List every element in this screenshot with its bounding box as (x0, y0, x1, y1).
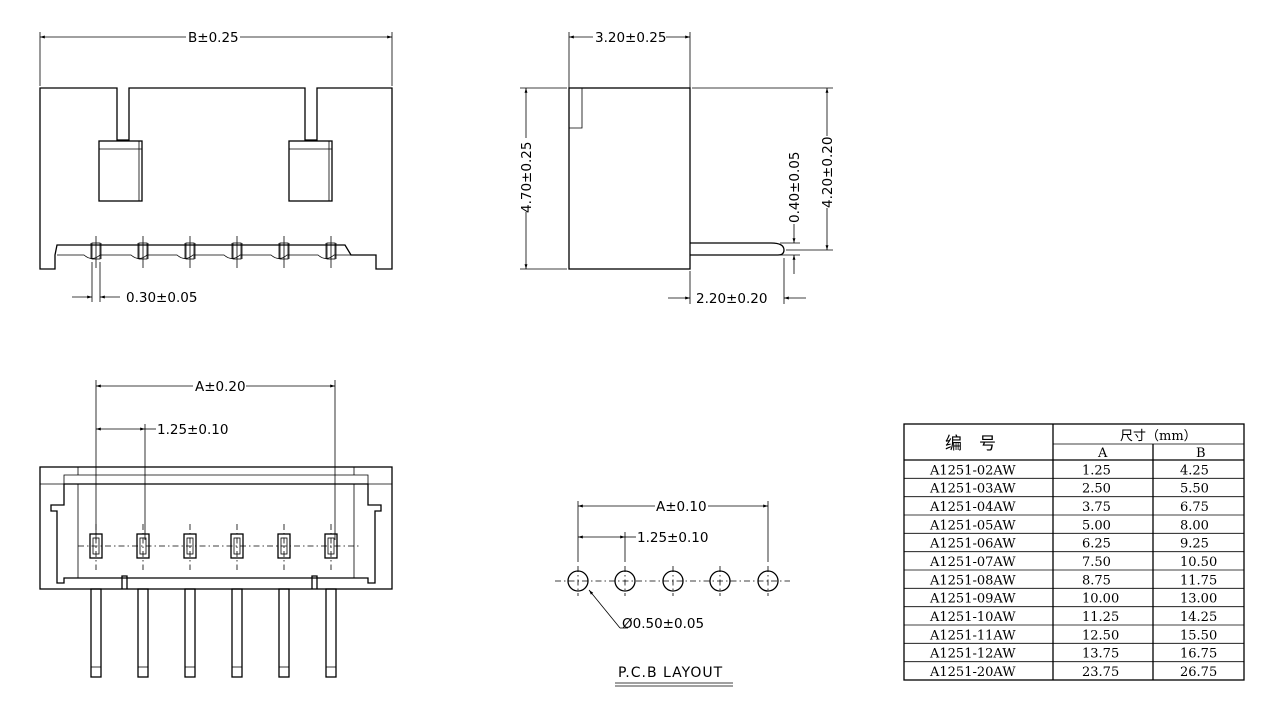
table-cell-code: A1251-12AW (929, 647, 1016, 662)
table-cell-a: 2.50 (1082, 482, 1111, 497)
table-header-a: A (1097, 446, 1108, 461)
top-pin (324, 524, 338, 678)
top-pin (230, 524, 244, 678)
table-cell-code: A1251-10AW (929, 610, 1016, 625)
table-cell-code: A1251-02AW (929, 463, 1016, 478)
table-cell-a: 8.75 (1082, 573, 1111, 588)
table-header-size: 尺寸（mm） (1120, 429, 1197, 444)
table-cell-b: 13.00 (1180, 592, 1217, 607)
pcb-hole (757, 566, 779, 596)
table-cell-code: A1251-11AW (929, 628, 1016, 643)
top-pin (136, 524, 150, 678)
top-view: A±0.20 1.25±0.10 (39, 379, 393, 678)
dim-a-pcb-label: A±0.10 (656, 499, 707, 515)
dim-hole-label: Ø0.50±0.05 (622, 616, 704, 632)
dim-pin-thick-label: 0.40±0.05 (787, 152, 803, 223)
front-pin-section (90, 236, 102, 268)
table-header-code: 编 号 (945, 434, 996, 454)
pcb-hole (662, 566, 684, 596)
table-cell-a: 7.50 (1082, 555, 1111, 570)
pcb-layout-title: P.C.B LAYOUT (618, 665, 723, 681)
pcb-hole (614, 566, 636, 596)
table-cell-b: 6.75 (1180, 500, 1209, 515)
table-cell-a: 13.75 (1082, 647, 1119, 662)
table-cell-code: A1251-07AW (929, 555, 1016, 570)
dimension-table: 编 号 尺寸（mm） A B A1251-02AW 1.25 4.25A1251-0… (903, 423, 1245, 681)
table-cell-code: A1251-06AW (929, 537, 1016, 552)
pcb-hole (567, 566, 589, 596)
table-cell-code: A1251-04AW (929, 500, 1016, 515)
top-pin (183, 524, 197, 678)
dim-a-top-label: A±0.20 (195, 379, 246, 395)
pcb-hole (709, 566, 731, 596)
table-cell-a: 12.50 (1082, 628, 1119, 643)
top-pin (89, 524, 103, 678)
front-pin-section (184, 236, 196, 268)
table-cell-b: 26.75 (1180, 665, 1217, 680)
table-cell-b: 15.50 (1180, 628, 1217, 643)
top-pin (277, 524, 291, 678)
dim-depth-label: 3.20±0.25 (595, 30, 666, 46)
front-view: B±0.25 0.30±0.05 (39, 30, 393, 306)
table-cell-b: 4.25 (1180, 463, 1209, 478)
table-cell-code: A1251-09AW (929, 592, 1016, 607)
table-cell-b: 5.50 (1180, 482, 1209, 497)
pcb-layout: A±0.10 1.25±0.10 Ø0.50±0.05 P.C.B LAYOUT (555, 499, 790, 687)
table-cell-b: 14.25 (1180, 610, 1217, 625)
front-pin-section (325, 236, 337, 268)
table-cell-b: 9.25 (1180, 537, 1209, 552)
side-view: 3.20±0.25 4.70±0.25 4.20±0.20 0.40±0.05 … (519, 30, 836, 307)
dim-height-label: 4.70±0.25 (519, 142, 535, 213)
table-header-b: B (1196, 446, 1206, 461)
dim-pin-height-label: 4.20±0.20 (820, 137, 836, 208)
front-pin-section (137, 236, 149, 268)
table-cell-code: A1251-05AW (929, 518, 1016, 533)
table-cell-code: A1251-08AW (929, 573, 1016, 588)
table-cell-a: 11.25 (1082, 610, 1119, 625)
table-cell-a: 3.75 (1082, 500, 1111, 515)
table-cell-b: 10.50 (1180, 555, 1217, 570)
table-cell-a: 6.25 (1082, 537, 1111, 552)
front-pin-section (278, 236, 290, 268)
dim-pitch-top-label: 1.25±0.10 (157, 422, 228, 438)
table-cell-code: A1251-20AW (929, 665, 1016, 680)
dim-b-label: B±0.25 (188, 30, 239, 46)
table-cell-b: 8.00 (1180, 518, 1209, 533)
table-cell-a: 5.00 (1082, 518, 1111, 533)
dim-pin-width-label: 0.30±0.05 (126, 290, 197, 306)
table-cell-a: 23.75 (1082, 665, 1119, 680)
front-pin-section (231, 236, 243, 268)
table-cell-b: 11.75 (1180, 573, 1217, 588)
table-cell-a: 10.00 (1082, 592, 1119, 607)
table-cell-b: 16.75 (1180, 647, 1217, 662)
table-cell-a: 1.25 (1082, 463, 1111, 478)
dim-pitch-pcb-label: 1.25±0.10 (637, 530, 708, 546)
dim-pin-length-label: 2.20±0.20 (696, 291, 767, 307)
table-cell-code: A1251-03AW (929, 482, 1016, 497)
